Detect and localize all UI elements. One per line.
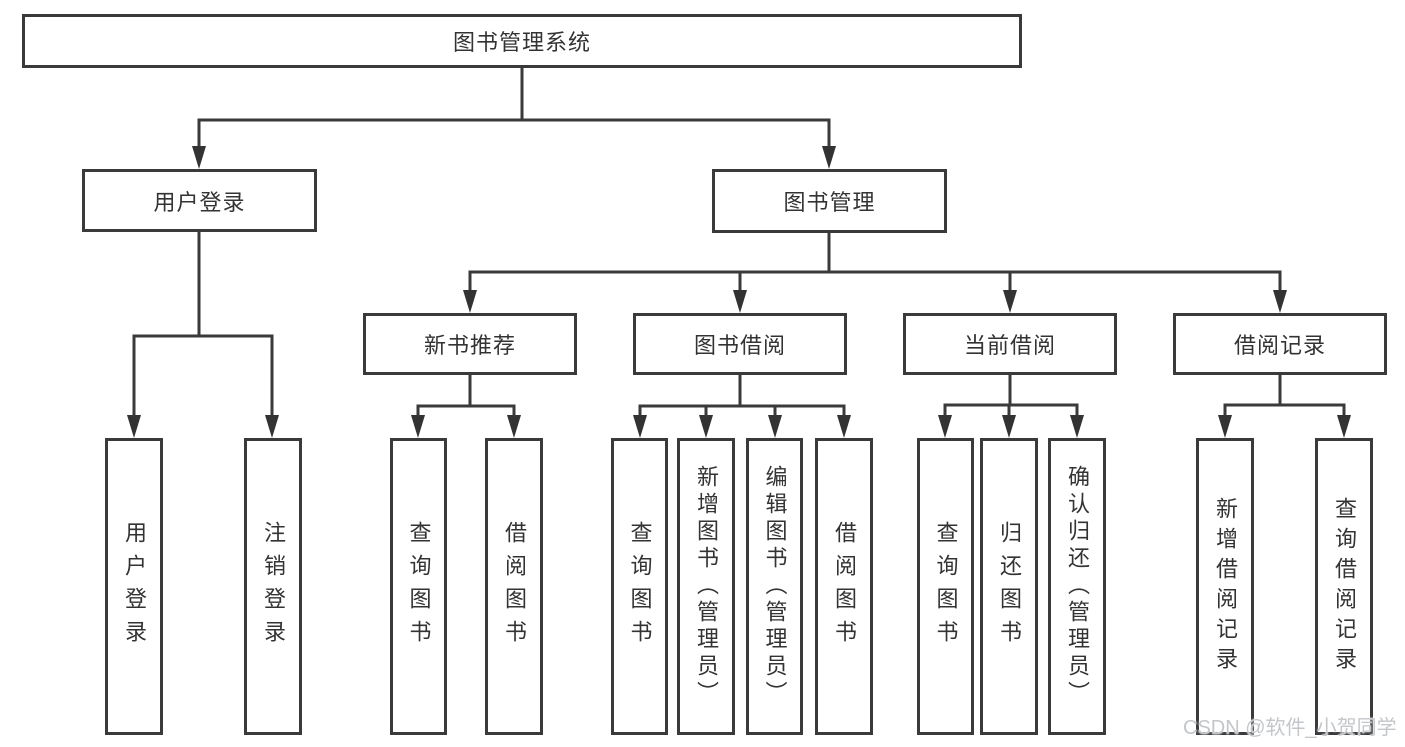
node-root-library-system: 图书管理系统 [22, 14, 1022, 68]
leaf-borrow-books: 借阅图书 [815, 438, 873, 735]
node-new-book-recommend: 新书推荐 [363, 313, 577, 375]
leaf-borrow-books-recommend: 借阅图书 [485, 438, 543, 735]
node-current-borrow: 当前借阅 [903, 313, 1117, 375]
node-book-management-label: 图书管理 [783, 190, 876, 215]
leaf-add-books-admin-label: 新增图书（管理员） [694, 465, 719, 708]
leaf-confirm-return-admin: 确认归还（管理员） [1048, 438, 1106, 735]
leaf-query-books-current-label: 查询图书 [933, 520, 959, 653]
leaf-borrow-books-label: 借阅图书 [832, 520, 857, 653]
node-book-borrow: 图书借阅 [633, 313, 847, 375]
node-user-login: 用户登录 [82, 169, 317, 232]
node-book-management: 图书管理 [712, 169, 947, 233]
leaf-confirm-return-admin-label: 确认归还（管理员） [1065, 465, 1090, 708]
leaf-logout: 注销登录 [244, 438, 302, 735]
leaf-user-login-label: 用户登录 [122, 520, 147, 653]
leaf-return-books: 归还图书 [980, 438, 1038, 735]
leaf-logout-label: 注销登录 [261, 520, 286, 653]
arrowheads [127, 146, 1351, 438]
leaf-query-borrow-record: 查询借阅记录 [1315, 438, 1373, 735]
leaf-edit-books-admin: 编辑图书（管理员） [746, 438, 803, 735]
leaf-query-borrow-record-label: 查询借阅记录 [1332, 496, 1357, 677]
leaf-add-borrow-record: 新增借阅记录 [1196, 438, 1254, 735]
node-user-login-label: 用户登录 [153, 189, 246, 215]
leaf-query-books-recommend: 查询图书 [390, 438, 447, 735]
leaf-query-books-recommend-label: 查询图书 [406, 520, 432, 653]
leaf-query-books-borrow-label: 查询图书 [627, 520, 653, 653]
leaf-borrow-books-recommend-label: 借阅图书 [502, 520, 527, 653]
node-root-label: 图书管理系统 [452, 30, 591, 55]
leaf-return-books-label: 归还图书 [997, 520, 1022, 653]
leaf-query-books-borrow: 查询图书 [611, 438, 668, 735]
leaf-user-login: 用户登录 [105, 438, 163, 735]
node-book-borrow-label: 图书借阅 [693, 333, 786, 358]
csdn-watermark: CSDN @软件_小贺同学 [1183, 717, 1397, 739]
node-borrow-records: 借阅记录 [1173, 313, 1387, 375]
leaf-edit-books-admin-label: 编辑图书（管理员） [762, 465, 788, 708]
leaf-add-borrow-record-label: 新增借阅记录 [1213, 496, 1238, 677]
node-borrow-records-label: 借阅记录 [1233, 333, 1326, 358]
node-current-borrow-label: 当前借阅 [963, 333, 1056, 358]
leaf-add-books-admin: 新增图书（管理员） [677, 438, 735, 735]
node-new-book-recommend-label: 新书推荐 [423, 333, 516, 358]
leaf-query-books-current: 查询图书 [917, 438, 974, 735]
